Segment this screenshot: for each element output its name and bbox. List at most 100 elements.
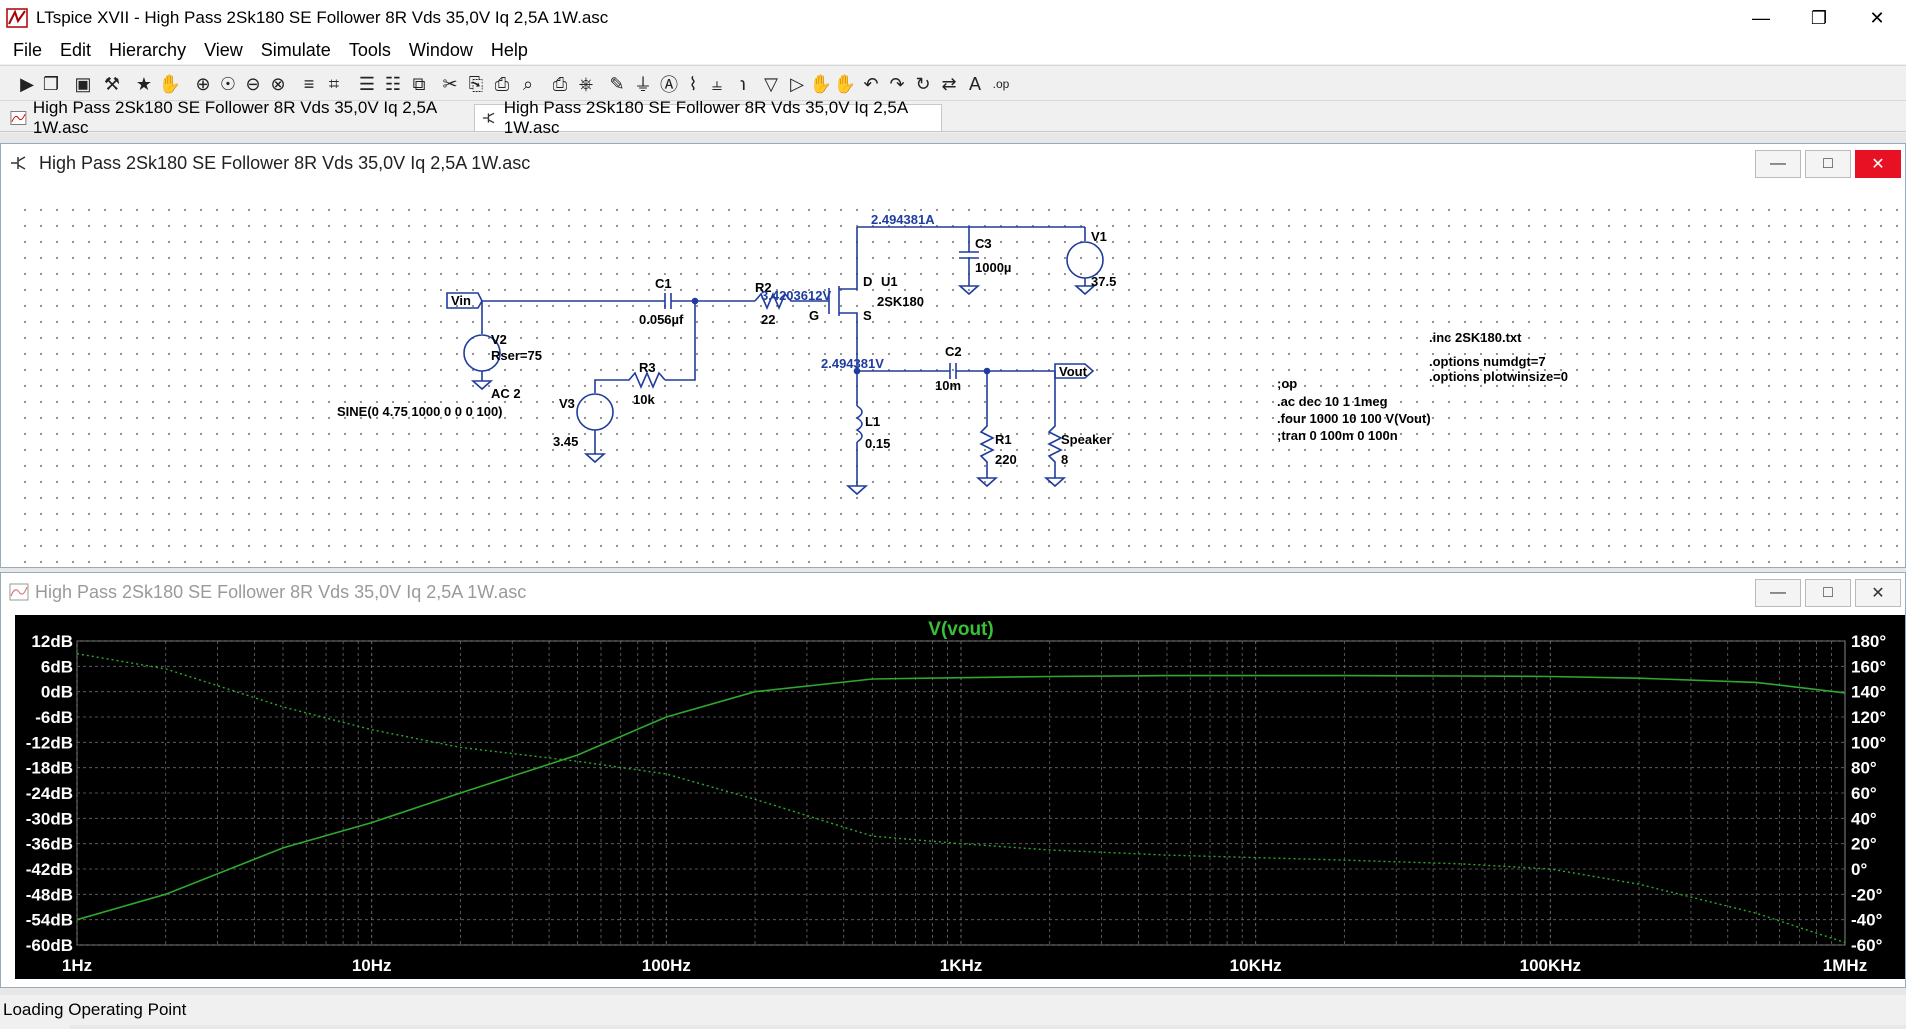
- v3-value: 3.45: [553, 434, 578, 449]
- waveform-window-titlebar: High Pass 2Sk180 SE Follower 8R Vds 35,0…: [1, 573, 1905, 611]
- directive-numdgt[interactable]: .options numdgt=7: [1429, 354, 1546, 369]
- drag-icon[interactable]: ✋: [833, 73, 857, 94]
- undo-icon[interactable]: ↶: [863, 73, 879, 94]
- rotate-icon[interactable]: ↻: [915, 73, 931, 94]
- x-tick-label: 100Hz: [642, 956, 691, 975]
- text-icon[interactable]: A: [968, 73, 981, 94]
- vin-flag-label: Vin: [451, 293, 471, 308]
- menu-edit[interactable]: Edit: [60, 39, 92, 60]
- inductor-icon[interactable]: ℩: [739, 73, 747, 94]
- directive-ac[interactable]: .ac dec 10 1 1meg: [1277, 394, 1388, 409]
- directive-op[interactable]: ;op: [1277, 376, 1297, 391]
- y-left-tick-label: -30dB: [26, 809, 73, 828]
- tab-schematic-label: High Pass 2Sk180 SE Follower 8R Vds 35,0…: [503, 98, 908, 137]
- r2-label: R2: [755, 280, 772, 295]
- spice-directive-icon[interactable]: .op: [992, 77, 1010, 91]
- y-left-tick-label: -24dB: [26, 784, 73, 803]
- v2-sine: SINE(0 4.75 1000 0 0 0 100): [337, 404, 503, 419]
- menu-bar: File Edit Hierarchy View Simulate Tools …: [0, 36, 1906, 64]
- menu-file[interactable]: File: [13, 39, 43, 60]
- autoscale-icon[interactable]: ≡: [303, 73, 315, 94]
- v2-rser: Rser=75: [491, 348, 542, 363]
- c2-label: C2: [945, 344, 962, 359]
- document-tabs: High Pass 2Sk180 SE Follower 8R Vds 35,0…: [0, 98, 1906, 137]
- print-setup-icon[interactable]: ⎈: [578, 73, 594, 94]
- r3-label: R3: [639, 360, 656, 375]
- halt-icon[interactable]: ✋: [158, 73, 182, 94]
- r3-value: 10k: [633, 392, 655, 407]
- close-button[interactable]: ✕: [1869, 7, 1885, 28]
- new-schematic-icon[interactable]: ▶: [20, 73, 34, 94]
- capacitor-icon[interactable]: ⫨: [711, 73, 723, 94]
- x-tick-label: 10KHz: [1230, 956, 1282, 975]
- c3-value: 1000µ: [975, 260, 1011, 275]
- speaker-label: Speaker: [1061, 432, 1112, 447]
- menu-simulate[interactable]: Simulate: [260, 39, 331, 60]
- grid-icon[interactable]: ⌗: [328, 73, 340, 94]
- directive-tran[interactable]: ;tran 0 100m 0 100n: [1277, 428, 1398, 443]
- menu-window[interactable]: Window: [408, 39, 473, 60]
- paste-icon[interactable]: ⎙: [494, 73, 510, 94]
- open-icon[interactable]: ❐: [42, 73, 60, 94]
- save-icon[interactable]: ▣: [74, 73, 92, 94]
- move-icon[interactable]: ✋: [809, 73, 833, 94]
- schematic-maximize-button[interactable]: □: [1805, 150, 1851, 178]
- resistor-icon[interactable]: ⌇: [688, 73, 698, 94]
- waveform-minimize-button[interactable]: —: [1755, 579, 1801, 607]
- y-right-tick-label: -60°: [1851, 936, 1883, 955]
- tab-schematic[interactable]: High Pass 2Sk180 SE Follower 8R Vds 35,0…: [474, 98, 942, 137]
- waveform-maximize-button[interactable]: □: [1805, 579, 1851, 607]
- schematic-close-button[interactable]: ✕: [1855, 150, 1901, 178]
- ground-icon[interactable]: ⏚: [634, 75, 652, 95]
- top-current-label: 2.494381A: [871, 212, 935, 227]
- mirror-icon[interactable]: ⇄: [941, 73, 957, 94]
- waveform-window: High Pass 2Sk180 SE Follower 8R Vds 35,0…: [0, 572, 1906, 988]
- y-left-tick-label: -6dB: [35, 708, 73, 727]
- redo-icon[interactable]: ↷: [889, 73, 905, 94]
- bode-plot[interactable]: 12dB6dB0dB-6dB-12dB-18dB-24dB-30dB-36dB-…: [15, 615, 1905, 979]
- zoom-pan-icon[interactable]: ☉: [219, 73, 237, 94]
- y-right-tick-label: 0°: [1851, 860, 1867, 879]
- x-tick-label: 100KHz: [1520, 956, 1581, 975]
- y-right-tick-label: 180°: [1851, 632, 1886, 651]
- app-title-bar: LTspice XVII - High Pass 2Sk180 SE Follo…: [0, 0, 1906, 36]
- directive-four[interactable]: .four 1000 10 100 V(Vout): [1277, 411, 1431, 426]
- tile-vertical-icon[interactable]: ☷: [384, 73, 402, 94]
- component-icon[interactable]: ▷: [790, 73, 804, 94]
- directive-plotwinsize[interactable]: .options plotwinsize=0: [1429, 369, 1568, 384]
- find-icon[interactable]: ⌕: [522, 73, 534, 94]
- waveform-close-button[interactable]: ✕: [1855, 579, 1901, 607]
- wire-icon[interactable]: ✎: [609, 73, 625, 94]
- source-pin-label: S: [863, 308, 872, 323]
- v2-ac: AC 2: [491, 386, 521, 401]
- menu-view[interactable]: View: [204, 39, 243, 60]
- label-icon[interactable]: Ⓐ: [660, 75, 678, 95]
- tab-waveform[interactable]: High Pass 2Sk180 SE Follower 8R Vds 35,0…: [4, 98, 472, 137]
- cut-icon[interactable]: ✂: [442, 73, 458, 94]
- diode-icon[interactable]: ▽: [764, 73, 778, 94]
- menu-help[interactable]: Help: [490, 39, 528, 60]
- directive-inc[interactable]: .inc 2SK180.txt: [1429, 330, 1522, 345]
- run-icon[interactable]: ★: [135, 73, 153, 94]
- magnitude-series-line: [76, 674, 1846, 921]
- copy-icon[interactable]: ⎘: [468, 73, 484, 94]
- menu-hierarchy[interactable]: Hierarchy: [109, 39, 187, 60]
- l1-value: 0.15: [865, 436, 890, 451]
- tile-horizontal-icon[interactable]: ☰: [358, 73, 376, 94]
- minimize-button[interactable]: —: [1752, 7, 1770, 28]
- zoom-out-icon[interactable]: ⊖: [245, 73, 261, 94]
- schematic-minimize-button[interactable]: —: [1755, 150, 1801, 178]
- print-icon[interactable]: ⎙: [552, 73, 568, 94]
- control-panel-icon[interactable]: ⚒: [103, 73, 121, 94]
- vout-flag-label: Vout: [1059, 364, 1088, 379]
- schematic-canvas[interactable]: 2.494381A C3 1000µ V1 37.5 D U1 2SK180 G…: [15, 196, 1905, 564]
- zoom-full-icon[interactable]: ⊗: [270, 73, 286, 94]
- restore-button[interactable]: ❐: [1810, 7, 1828, 28]
- y-right-tick-label: -40°: [1851, 911, 1883, 930]
- menu-tools[interactable]: Tools: [348, 39, 391, 60]
- y-left-tick-label: -12dB: [26, 733, 73, 752]
- status-progress-track: [70, 1025, 1906, 1029]
- zoom-in-icon[interactable]: ⊕: [195, 73, 211, 94]
- cascade-icon[interactable]: ⧉: [412, 73, 426, 94]
